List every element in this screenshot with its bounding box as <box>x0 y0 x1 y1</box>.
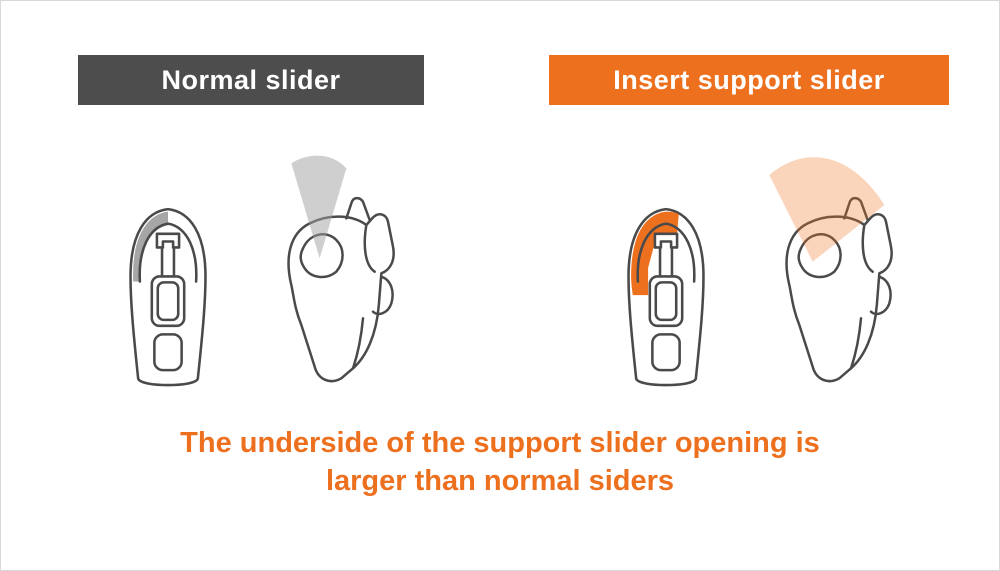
top-prong-line <box>843 196 869 222</box>
slider-angled-body <box>287 213 395 383</box>
normal-slider-panel: Normal slider <box>30 55 472 395</box>
caption-line-1: The underside of the support slider open… <box>180 427 820 459</box>
right-flange-line <box>363 223 376 273</box>
support-slider-figures <box>602 145 896 395</box>
pull-crown <box>653 232 679 249</box>
body-edge-line <box>849 317 863 370</box>
panels-row: Normal slider <box>1 1 999 395</box>
pull-hook <box>869 275 892 316</box>
pull-crown <box>155 232 181 249</box>
gray-opening-cone <box>291 155 347 259</box>
pull-link-inner <box>156 281 180 322</box>
top-prong-line <box>345 196 371 222</box>
caption-line-2: larger than normal siders <box>325 464 675 497</box>
body-edge-line <box>351 317 365 370</box>
pull-tab-end <box>153 333 183 372</box>
orange-opening-cone <box>769 157 885 262</box>
support-slider-panel: Insert support slider <box>528 55 970 395</box>
slider-mouth-opening <box>797 233 842 279</box>
pull-hook <box>371 275 394 316</box>
normal-slider-banner-label: Normal slider <box>161 64 341 95</box>
right-flange-line <box>861 223 874 273</box>
orange-highlight-region <box>631 211 679 296</box>
gray-highlight-region <box>133 211 168 282</box>
normal-slider-figures <box>104 145 398 395</box>
support-slider-banner-label: Insert support slider <box>613 64 885 95</box>
slider-inner-dome-line <box>636 222 696 283</box>
support-slider-banner: Insert support slider <box>549 55 949 105</box>
support-slider-front-illustration <box>627 207 705 387</box>
pull-link-inner <box>654 281 678 322</box>
caption: The underside of the support slider open… <box>1 425 999 500</box>
support-slider-angled-illustration <box>769 157 893 383</box>
slider-inner-dome-line <box>138 222 198 283</box>
normal-slider-banner: Normal slider <box>78 55 424 105</box>
pull-tab-end <box>651 333 681 372</box>
normal-slider-angled-illustration <box>287 155 395 383</box>
normal-slider-front-illustration <box>129 207 207 387</box>
